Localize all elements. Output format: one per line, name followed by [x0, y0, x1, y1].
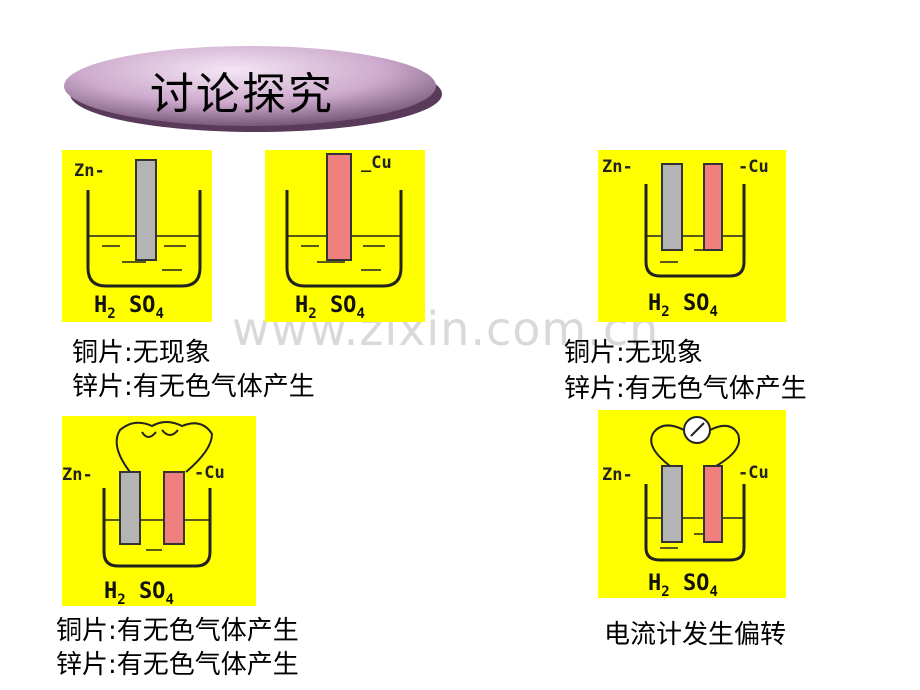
svg-text:Zn-: Zn- — [602, 157, 633, 177]
svg-text:H2 SO4: H2 SO4 — [648, 571, 718, 598]
connecting-wire — [115, 421, 214, 473]
caption-top-right-zinc: 锌片:有无色气体产生 — [564, 374, 807, 404]
svg-text:H2 SO4: H2 SO4 — [648, 291, 718, 320]
copper-electrode — [703, 465, 723, 543]
beaker-galvanometer-panel: Zn- -Cu H2 SO4 — [598, 410, 786, 598]
copper-electrode — [163, 471, 185, 545]
svg-text:Zn-: Zn- — [602, 465, 633, 485]
zinc-electrode — [661, 163, 683, 251]
svg-text:H2 SO4: H2 SO4 — [104, 579, 174, 606]
svg-text:_Cu: _Cu — [361, 153, 392, 173]
caption-top-left-zinc: 锌片:有无色气体产生 — [72, 372, 315, 402]
svg-text:Zn-: Zn- — [62, 465, 93, 485]
svg-text:H2 SO4: H2 SO4 — [94, 293, 164, 322]
beaker-copper-diagram: _Cu H2 SO4 — [285, 153, 403, 322]
svg-text:-Cu: -Cu — [194, 463, 225, 483]
beaker-wire-panel: Zn- -Cu H2 SO4 — [62, 416, 256, 606]
svg-text:-Cu: -Cu — [738, 463, 769, 483]
beaker-zinc-copper-panel: Zn- -Cu H2 SO4 — [598, 150, 786, 322]
svg-text:Zn-: Zn- — [74, 161, 105, 181]
beaker-wire-diagram: Zn- -Cu H2 SO4 — [62, 421, 225, 606]
copper-electrode — [703, 163, 723, 251]
zinc-electrode — [119, 471, 141, 545]
beaker-copper-panel: _Cu H2 SO4 — [265, 150, 425, 322]
cu-label: Cu — [204, 463, 224, 483]
zn-label: Zn — [74, 161, 94, 181]
copper-electrode — [326, 153, 352, 261]
cu-label: Cu — [748, 157, 768, 177]
caption-bottom-right-galvanometer: 电流计发生偏转 — [604, 620, 787, 650]
beaker-zinc-copper-diagram: Zn- -Cu H2 SO4 — [602, 157, 769, 320]
beaker-zinc-diagram: Zn- H2 SO4 — [74, 159, 202, 322]
svg-text:-Cu: -Cu — [738, 157, 769, 177]
beaker-zinc-panel: Zn- H2 SO4 — [62, 150, 212, 322]
svg-text:H2 SO4: H2 SO4 — [295, 293, 365, 322]
title-banner — [64, 46, 442, 132]
zn-label: Zn — [602, 157, 622, 177]
connecting-wire — [650, 424, 685, 467]
cu-label: Cu — [748, 463, 768, 483]
zinc-electrode — [135, 159, 157, 261]
beaker-galvanometer-diagram: Zn- -Cu H2 SO4 — [602, 416, 769, 598]
cu-label: Cu — [371, 153, 391, 173]
zinc-electrode — [661, 465, 683, 543]
zn-label: Zn — [602, 465, 622, 485]
caption-top-right-copper: 铜片:无现象 — [564, 338, 703, 368]
page-title: 讨论探究 — [150, 69, 334, 120]
zn-label: Zn — [62, 465, 82, 485]
caption-bottom-left-copper: 铜片:有无色气体产生 — [56, 616, 299, 646]
caption-bottom-left-zinc: 锌片:有无色气体产生 — [56, 650, 299, 680]
caption-top-left-copper: 铜片:无现象 — [72, 338, 211, 368]
